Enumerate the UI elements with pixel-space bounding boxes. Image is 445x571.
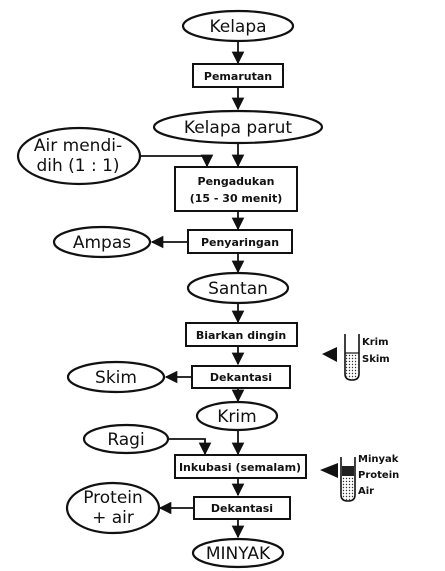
node-protein-air: Protein + air [65,481,161,535]
label-krim: Krim [217,407,256,427]
node-santan: Santan [186,271,290,305]
label-inkubasi: Inkubasi (semalam) [179,461,301,474]
tube2-label-protein: Protein [358,470,399,481]
label-pengadukan-line1: Pengadukan [198,175,275,188]
air-layer-fill [342,477,354,500]
label-pemarutan: Pemarutan [204,70,272,83]
node-inkubasi: Inkubasi (semalam) [174,454,307,479]
label-biarkan-dingin: Biarkan dingin [196,329,286,342]
label-kelapa-parut: Kelapa parut [184,118,292,138]
node-pemarutan: Pemarutan [192,63,284,88]
label-air-mendidih-line2: dih (1 : 1) [36,156,119,176]
node-kelapa: Kelapa [181,9,295,43]
label-dekantasi-1: Dekantasi [210,371,272,384]
arrow-air-mendidih-to-pengadukan [140,154,214,168]
tube2-label-minyak: Minyak [358,454,399,465]
label-penyaringan: Penyaringan [201,236,279,249]
node-dekantasi-1: Dekantasi [191,365,291,389]
pointer-arrow-icon [320,463,338,478]
arrow-ragi-to-inkubasi [168,438,212,456]
label-ragi: Ragi [107,430,144,450]
tube-krim-skim: Krim Skim [322,334,390,381]
tube1-label-skim: Skim [362,354,390,365]
node-air-mendidih: Air mendi- dih (1 : 1) [16,126,142,186]
node-pengadukan: Pengadukan (15 - 30 menit) [174,166,298,212]
node-krim: Krim [195,400,279,432]
node-biarkan-dingin: Biarkan dingin [185,322,298,347]
label-minyak: MINYAK [206,544,271,564]
node-kelapa-parut: Kelapa parut [152,109,324,145]
label-dekantasi-2: Dekantasi [211,502,273,515]
node-ragi: Ragi [82,423,170,455]
label-pengadukan-line2: (15 - 30 menit) [190,192,283,205]
pointer-arrow-icon [322,347,337,362]
node-penyaringan: Penyaringan [187,229,293,254]
label-protein-line1: Protein [83,488,143,508]
label-skim: Skim [95,368,137,388]
label-air-mendidih-line1: Air mendi- [34,136,122,156]
node-skim: Skim [66,360,166,394]
tube2-label-air: Air [358,486,374,497]
node-ampas: Ampas [52,225,152,259]
skim-layer-fill [346,354,358,379]
label-kelapa: Kelapa [209,17,266,37]
label-ampas: Ampas [73,233,131,253]
tube-minyak-protein-air: Minyak Protein Air [320,454,399,502]
tube1-label-krim: Krim [362,337,389,348]
label-protein-line2: + air [92,508,134,528]
node-minyak: MINYAK [191,537,285,569]
label-santan: Santan [208,279,268,299]
protein-layer-fill [342,466,354,476]
node-dekantasi-2: Dekantasi [193,496,291,520]
